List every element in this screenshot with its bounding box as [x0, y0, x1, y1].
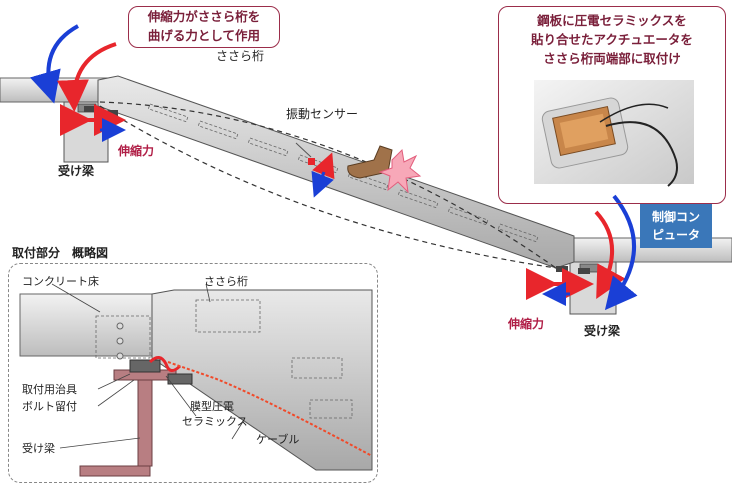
- inset-mount-jig: [129, 359, 161, 373]
- left-floor-slab: [0, 77, 113, 103]
- inset-stringer: [151, 289, 373, 471]
- stringer-label: ささら桁: [216, 49, 264, 63]
- inset-label-stringer: ささら桁: [204, 274, 248, 288]
- footstep-icon: [347, 145, 393, 179]
- deflection-curve-lower: [99, 105, 557, 269]
- vibration-sensor: [308, 158, 315, 165]
- inset-label-membrane-2: セラミックス: [182, 415, 248, 428]
- inset-label-bolt-fix: ボルト留付: [22, 400, 77, 413]
- control-computer-line2: ピュータ: [651, 228, 700, 242]
- inset-piezo-ceramics: [148, 356, 182, 372]
- impact-burst-icon: [378, 148, 422, 194]
- callout-left-line1: 伸縮力がささら桁を: [147, 9, 261, 24]
- beam-label-right: 受け梁: [584, 323, 620, 338]
- inset-label-membrane-1: 膜型圧電: [190, 399, 234, 413]
- sensor-label: 振動センサー: [286, 107, 358, 121]
- right-rotation-arrow-red: [594, 210, 626, 300]
- control-computer-box: 制御コン ピュータ: [640, 204, 712, 248]
- inset-frame: [8, 263, 378, 483]
- inset-title: 取付部分 概略図: [12, 246, 109, 260]
- stringer-step-outlines: [147, 103, 539, 243]
- right-rotation-arrow-blue: [604, 194, 638, 311]
- callout-right-line2: 貼り合せたアクチュエータを: [531, 32, 693, 47]
- control-computer-line1: 制御コン: [651, 210, 700, 224]
- beam-label-left: 受け梁: [58, 163, 94, 178]
- inset-step-outlines: [95, 299, 353, 419]
- inset-label-concrete-floor: コンクリート床: [22, 274, 99, 288]
- callout-right: 鋼板に圧電セラミックスを 貼り合せたアクチュエータを ささら桁両端部に取付け: [498, 6, 726, 204]
- force-label-left: 伸縮力: [117, 143, 154, 158]
- inset-i-beam: [79, 369, 177, 477]
- left-rotation-arrow-red: [56, 42, 117, 112]
- sensor-arrow-blue: [311, 170, 334, 198]
- stringer-beam: [97, 75, 575, 269]
- callout-left-line2: 曲げる力として作用: [147, 28, 261, 43]
- left-rotation-arrow-blue: [29, 24, 79, 104]
- deflection-curve-upper: [99, 101, 557, 269]
- inset-label-mount-jig: 取付用治具: [22, 382, 77, 396]
- callout-right-line1: 鋼板に圧電セラミックスを: [537, 13, 687, 28]
- inset-cable: [167, 361, 373, 457]
- actuator-photo: [534, 80, 694, 187]
- inset-label-beam: 受け梁: [22, 441, 55, 455]
- callout-left: 伸縮力がささら桁を 曲げる力として作用: [128, 6, 280, 48]
- force-label-right: 伸縮力: [507, 316, 544, 331]
- inset-label-cable: ケーブル: [256, 432, 299, 446]
- callout-right-line3: ささら桁両端部に取付け: [543, 51, 681, 66]
